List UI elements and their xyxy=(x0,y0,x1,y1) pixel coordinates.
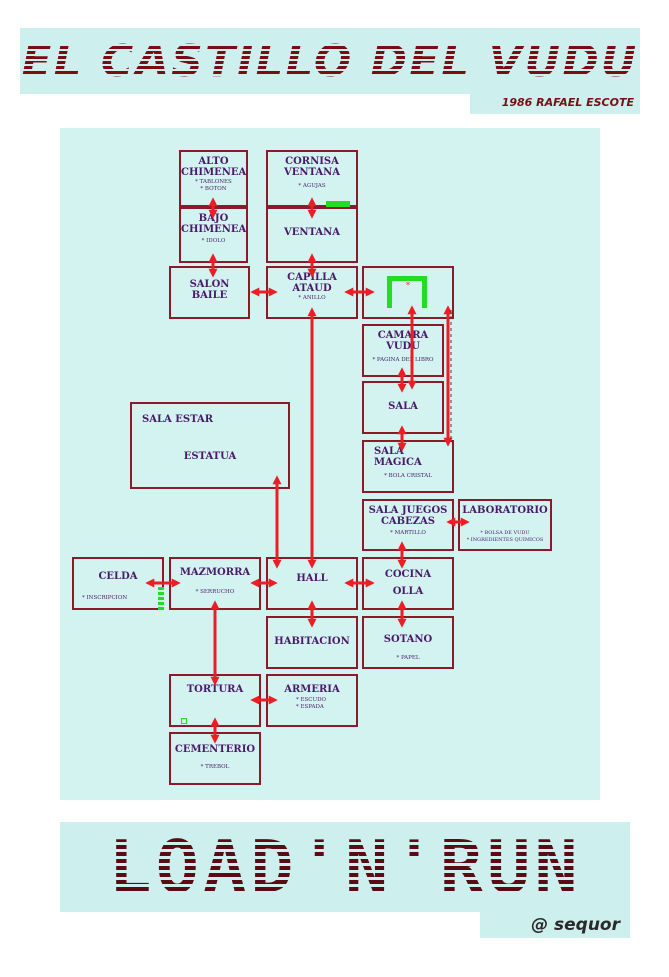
room-sala-magica: SALA MAGICA * BOLA CRISTAL xyxy=(362,440,454,493)
room-items: * TREBOL xyxy=(200,764,230,770)
loadnrun-logo: LOAD'N'RUN xyxy=(60,822,630,912)
statue-label: ESTATUA xyxy=(183,451,237,462)
room-pasaje: * xyxy=(362,266,454,319)
room-items: * ESCUDO * ESPADA xyxy=(296,697,327,710)
room-items: * PAGINA DEL LIBRO xyxy=(372,357,434,363)
room-items: * TABLONES * BOTON xyxy=(195,179,232,192)
passage-marker xyxy=(181,718,187,724)
room-name: HALL xyxy=(296,573,328,584)
room-name: ARMERIA xyxy=(284,684,340,695)
game-title: EL CASTILLO DEL VUDU xyxy=(20,28,640,94)
room-name: LABORATORIO xyxy=(462,505,548,516)
subtitle-banner: 1986 RAFAEL ESCOTE xyxy=(470,94,640,114)
logo-banner: LOAD'N'RUN xyxy=(60,822,630,912)
room-items: * MARTILLO xyxy=(390,530,426,536)
room-items: * SERRUCHO xyxy=(195,589,235,595)
room-items: * IDOLO xyxy=(201,238,226,244)
room-laboratorio: LABORATORIO * BOLSA DE VUDU * INGREDIENT… xyxy=(458,499,552,551)
room-sala-estar: SALA ESTAR ESTATUA xyxy=(130,402,290,489)
room-name: SALON BAILE xyxy=(189,279,230,301)
room-items: * INSCRIPCION xyxy=(82,595,128,601)
passage-marker xyxy=(158,587,164,610)
room-name: VENTANA xyxy=(283,227,341,238)
room-name: MAZMORRA xyxy=(179,567,251,578)
connection-layer xyxy=(145,197,470,744)
room-salon-baile: SALON BAILE xyxy=(169,266,250,319)
room-items: * BOLA CRISTAL xyxy=(384,473,432,479)
room-name: SALA xyxy=(388,401,418,412)
room-name: SALA MAGICA xyxy=(374,446,422,468)
passage-marker xyxy=(387,276,427,308)
room-name: CELDA xyxy=(98,571,138,582)
credit-banner: @ sequor xyxy=(480,912,630,938)
passage-marker xyxy=(326,201,350,207)
room-items: * ANILLO xyxy=(298,295,326,301)
room-name: ALTO CHIMENEA xyxy=(181,156,247,178)
room-items: * PAPEL xyxy=(396,655,420,661)
room-sotano: SOTANO * PAPEL xyxy=(362,616,454,669)
title-banner: EL CASTILLO DEL VUDU xyxy=(20,28,640,94)
sequor-credit: @ sequor xyxy=(531,915,620,935)
room-name: SALA ESTAR xyxy=(142,414,214,425)
room-items: * AGUJAS xyxy=(298,183,326,189)
castle-map: ALTO CHIMENEA * TABLONES * BOTON CORNISA… xyxy=(60,128,600,800)
room-items: * BOLSA DE VUDU * INGREDIENTES QUIMICOS xyxy=(466,530,544,543)
room-name: CAMARA VUDU xyxy=(377,330,429,352)
room-items: * xyxy=(406,281,410,290)
author-credit: 1986 RAFAEL ESCOTE xyxy=(501,96,634,109)
room-name: TORTURA xyxy=(186,684,244,695)
room-cocina: COCINA OLLA xyxy=(362,557,454,610)
room-name: COCINA OLLA xyxy=(384,569,432,597)
room-name: SALA JUEGOS CABEZAS xyxy=(368,505,448,527)
room-name: CORNISA VENTANA xyxy=(283,156,341,178)
room-name: HABITACION xyxy=(274,636,350,647)
room-name: SOTANO xyxy=(383,634,433,645)
room-name: CEMENTERIO xyxy=(174,744,256,755)
